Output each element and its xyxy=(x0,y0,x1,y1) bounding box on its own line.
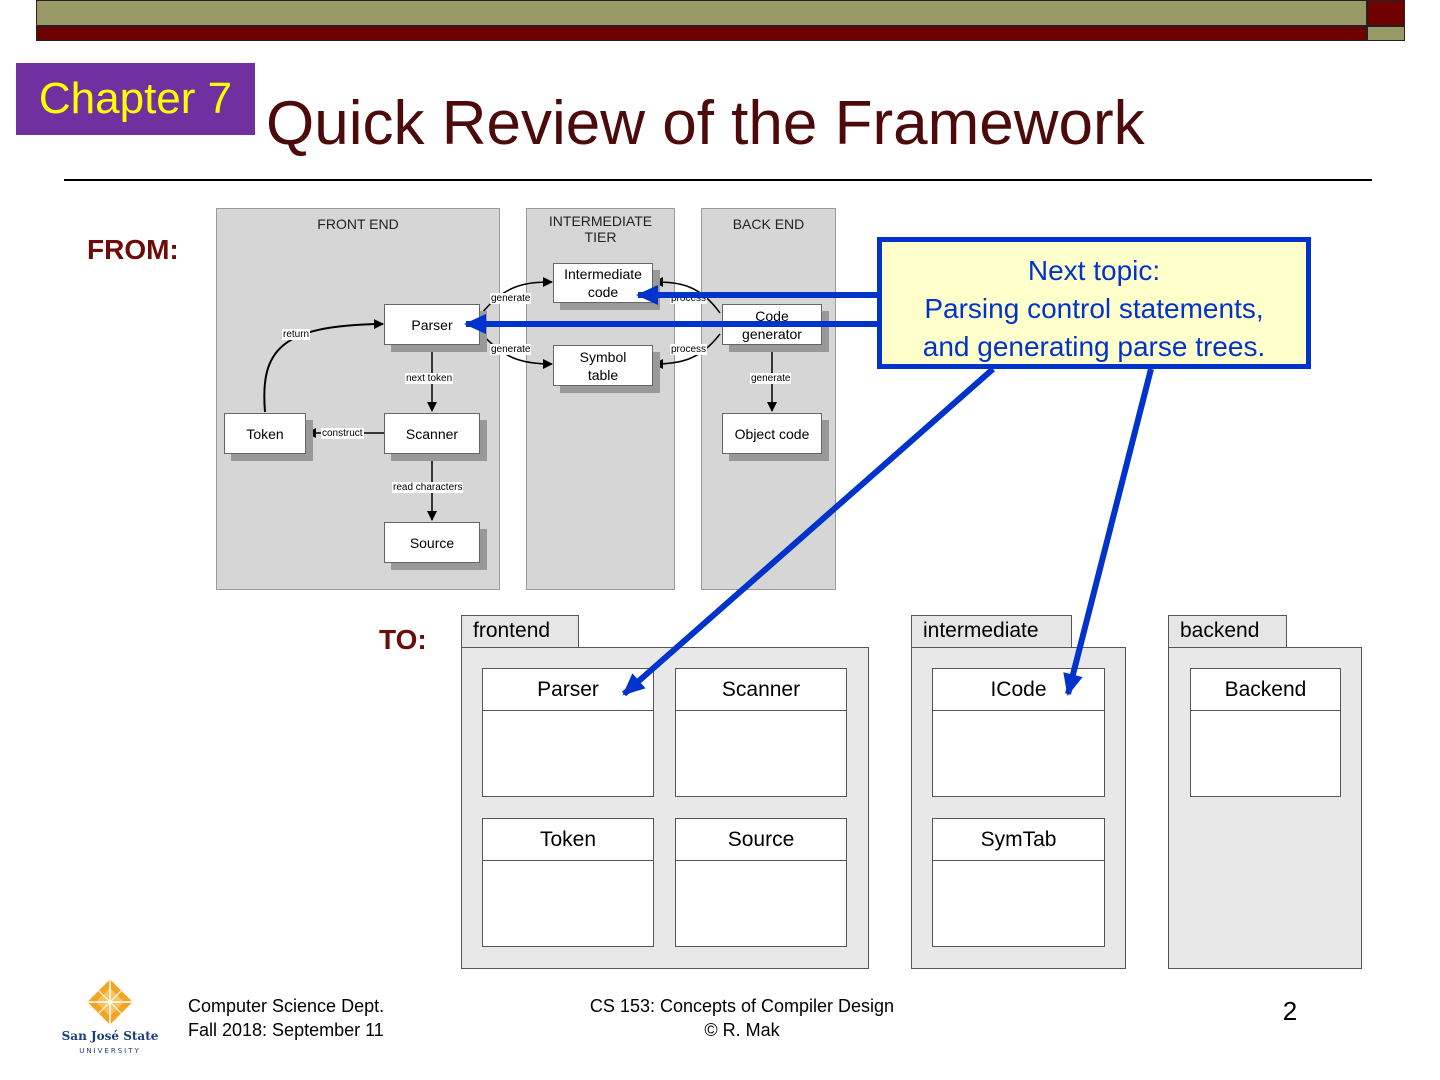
university-logo: San José State UNIVERSITY xyxy=(62,978,159,1058)
callout-line-2: Parsing control statements, xyxy=(924,293,1264,324)
page-number: 2 xyxy=(1282,996,1298,1026)
arrow-to-icode xyxy=(1063,368,1154,696)
node-parser: Parser xyxy=(384,304,480,345)
edge-label-process-symtab: process xyxy=(670,344,708,355)
class-icode-name: ICode xyxy=(933,669,1104,711)
title-divider xyxy=(64,179,1372,181)
sjsu-seal-icon: San José State UNIVERSITY xyxy=(62,979,159,1055)
node-object-code: Object code xyxy=(722,413,822,454)
node-source: Source xyxy=(384,522,480,563)
footer-center: CS 153: Concepts of Compiler Design © R.… xyxy=(560,994,924,1042)
node-code-generator: Code generator xyxy=(722,304,822,345)
footer-dept: Computer Science Dept. xyxy=(188,996,385,1016)
from-label: FROM: xyxy=(87,234,179,265)
header-bar-maroon xyxy=(36,26,1367,41)
to-label: TO: xyxy=(379,624,427,655)
package-tab-frontend: frontend xyxy=(461,615,579,648)
header-square-olive xyxy=(1367,26,1405,41)
logo-line-2: UNIVERSITY xyxy=(79,1047,141,1055)
class-parser-name: Parser xyxy=(483,669,653,711)
class-token-name: Token xyxy=(483,819,653,861)
edge-label-return: return xyxy=(282,329,311,340)
class-backend: Backend xyxy=(1190,668,1341,797)
class-backend-name: Backend xyxy=(1191,669,1340,711)
edge-label-generate-symtab: generate xyxy=(490,344,532,355)
tier-back-end: BACK END xyxy=(701,208,836,590)
edge-label-process-icode: process xyxy=(670,293,708,304)
edge-label-next-token: next token xyxy=(405,373,454,384)
class-source-name: Source xyxy=(676,819,846,861)
package-tab-intermediate: intermediate xyxy=(911,615,1072,648)
node-token: Token xyxy=(224,413,306,454)
class-source: Source xyxy=(675,818,847,947)
class-token: Token xyxy=(482,818,654,947)
edge-label-generate-object: generate xyxy=(750,373,792,384)
class-symtab: SymTab xyxy=(932,818,1105,947)
package-tab-backend: backend xyxy=(1168,615,1287,648)
footer-date: Fall 2018: September 11 xyxy=(188,1020,384,1040)
node-scanner: Scanner xyxy=(384,413,480,454)
tier-intermediate-label: INTERMEDIATE TIER xyxy=(548,213,653,245)
edge-label-generate-icode: generate xyxy=(490,293,532,304)
header-bar-olive xyxy=(36,0,1367,26)
node-symbol-table: Symbol table xyxy=(553,345,653,386)
next-topic-callout: Next topic: Parsing control statements, … xyxy=(877,237,1311,369)
header-square-maroon xyxy=(1367,0,1405,26)
footer-left: Computer Science Dept. Fall 2018: Septem… xyxy=(188,994,384,1042)
tier-back-end-label: BACK END xyxy=(732,216,805,232)
footer-author: © R. Mak xyxy=(704,1020,780,1040)
class-icode: ICode xyxy=(932,668,1105,797)
footer-course: CS 153: Concepts of Compiler Design xyxy=(589,996,895,1016)
edge-label-read-characters: read characters xyxy=(392,482,464,493)
class-scanner-name: Scanner xyxy=(676,669,846,711)
edge-label-construct: construct xyxy=(321,428,364,439)
chapter-badge: Chapter 7 xyxy=(16,63,255,135)
node-intermediate-code: Intermediate code xyxy=(553,263,653,303)
slide-title: Quick Review of the Framework xyxy=(266,89,1145,158)
tier-front-end-label: FRONT END xyxy=(317,216,399,232)
callout-line-3: and generating parse trees. xyxy=(922,331,1266,362)
callout-line-1: Next topic: xyxy=(1027,255,1161,286)
logo-line-1: San José State xyxy=(62,1029,158,1043)
class-symtab-name: SymTab xyxy=(933,819,1104,861)
class-parser: Parser xyxy=(482,668,654,797)
class-scanner: Scanner xyxy=(675,668,847,797)
